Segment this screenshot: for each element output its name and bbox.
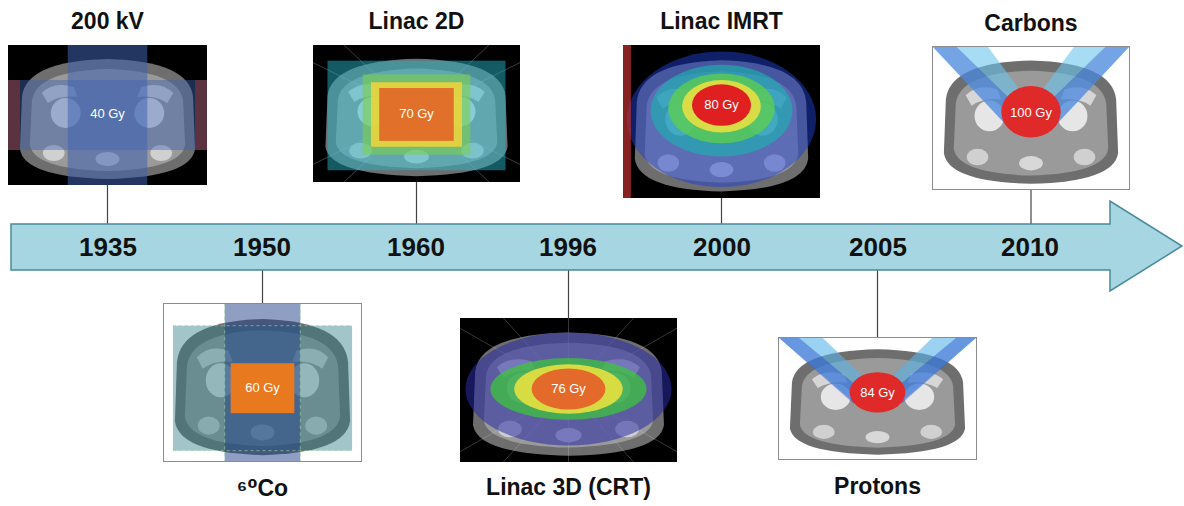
leader-line bbox=[1030, 190, 1031, 224]
dose-label: 70 Gy bbox=[399, 106, 434, 120]
ct-shape bbox=[163, 303, 362, 462]
technique-label: Linac IMRT bbox=[660, 9, 783, 34]
ct-shape bbox=[692, 84, 751, 126]
year-label: 2000 bbox=[693, 233, 751, 262]
technique-label: 200 kV bbox=[71, 9, 144, 34]
ct-shape bbox=[8, 80, 207, 150]
dose-label: 100 Gy bbox=[1010, 106, 1052, 120]
technique-label: Protons bbox=[834, 474, 921, 499]
ct-shape bbox=[327, 61, 505, 171]
ct-shape bbox=[490, 358, 646, 420]
treatment-panel: Linac 3D (CRT)76 Gy bbox=[460, 318, 677, 462]
ct-shape bbox=[173, 303, 352, 462]
ct-shape bbox=[313, 45, 520, 182]
ct-panel-protons bbox=[778, 337, 977, 460]
leader-line bbox=[107, 185, 108, 224]
treatment-panel: Linac 2D70 Gy bbox=[313, 45, 520, 182]
ct-shape bbox=[460, 318, 677, 462]
ct-shape bbox=[623, 45, 631, 198]
ct-shape bbox=[371, 82, 462, 147]
year-label: 2005 bbox=[849, 233, 907, 262]
ct-shape bbox=[893, 337, 977, 404]
ct-shape bbox=[379, 88, 454, 141]
leader-line bbox=[721, 198, 722, 224]
ct-shape bbox=[778, 337, 977, 460]
ct-shape bbox=[778, 337, 862, 404]
ct-shape bbox=[627, 52, 816, 188]
year-label: 1996 bbox=[539, 233, 597, 262]
treatment-panel: 200 kV40 Gy bbox=[8, 45, 207, 185]
treatment-panel: Linac IMRT80 Gy bbox=[623, 45, 820, 198]
leader-line bbox=[262, 270, 263, 303]
ct-panel-cobalt bbox=[163, 303, 362, 462]
ct-shape bbox=[465, 332, 671, 445]
ct-panel-linac-3d bbox=[460, 318, 677, 462]
ct-panel-200kv bbox=[8, 45, 207, 185]
ct-shape bbox=[932, 46, 1130, 190]
leader-line bbox=[568, 270, 569, 318]
technique-label: Carbons bbox=[984, 11, 1077, 36]
ct-shape bbox=[1001, 86, 1060, 137]
treatment-panel: Protons84 Gy bbox=[778, 337, 977, 460]
dose-label: 84 Gy bbox=[860, 386, 895, 400]
ct-shape bbox=[8, 80, 20, 150]
year-label: 2010 bbox=[1001, 233, 1059, 262]
ct-shape bbox=[682, 80, 761, 132]
year-label: 1960 bbox=[387, 233, 445, 262]
ct-shape bbox=[460, 318, 677, 462]
year-label: 1950 bbox=[233, 233, 291, 262]
ct-shape bbox=[514, 364, 623, 413]
ct-shape bbox=[532, 368, 606, 409]
technique-label: ⁶⁰Co bbox=[237, 476, 288, 501]
ct-shape bbox=[850, 372, 906, 412]
ct-shape bbox=[363, 74, 471, 154]
ct-shape bbox=[651, 65, 793, 157]
leader-line bbox=[416, 182, 417, 224]
ct-shape bbox=[325, 59, 507, 176]
technique-label: Linac 3D (CRT) bbox=[486, 475, 651, 500]
leader-line bbox=[877, 270, 878, 337]
treatment-panel: ⁶⁰Co60 Gy bbox=[163, 303, 362, 462]
dose-label: 60 Gy bbox=[245, 381, 280, 395]
ct-panel-carbons bbox=[932, 46, 1130, 190]
ct-shape bbox=[8, 45, 207, 185]
timeline-arrow: 1935 1950 1960 1996 2000 2005 2010 bbox=[10, 200, 1184, 292]
ct-shape bbox=[668, 73, 774, 143]
ct-shape bbox=[195, 80, 207, 150]
dose-label: 76 Gy bbox=[551, 381, 586, 395]
dose-label: 80 Gy bbox=[704, 98, 739, 112]
year-label: 1935 bbox=[79, 233, 137, 262]
ct-shape bbox=[231, 363, 295, 413]
ct-shape bbox=[225, 303, 301, 462]
arrow-outline bbox=[11, 201, 1182, 291]
ct-shape bbox=[313, 45, 520, 182]
ct-panel-linac-2d bbox=[313, 45, 520, 182]
ct-shape bbox=[623, 45, 820, 198]
treatment-panel: Carbons100 Gy bbox=[932, 46, 1130, 190]
technique-label: Linac 2D bbox=[369, 9, 465, 34]
ct-panel-linac-imrt bbox=[623, 45, 820, 198]
dose-label: 40 Gy bbox=[90, 106, 125, 120]
